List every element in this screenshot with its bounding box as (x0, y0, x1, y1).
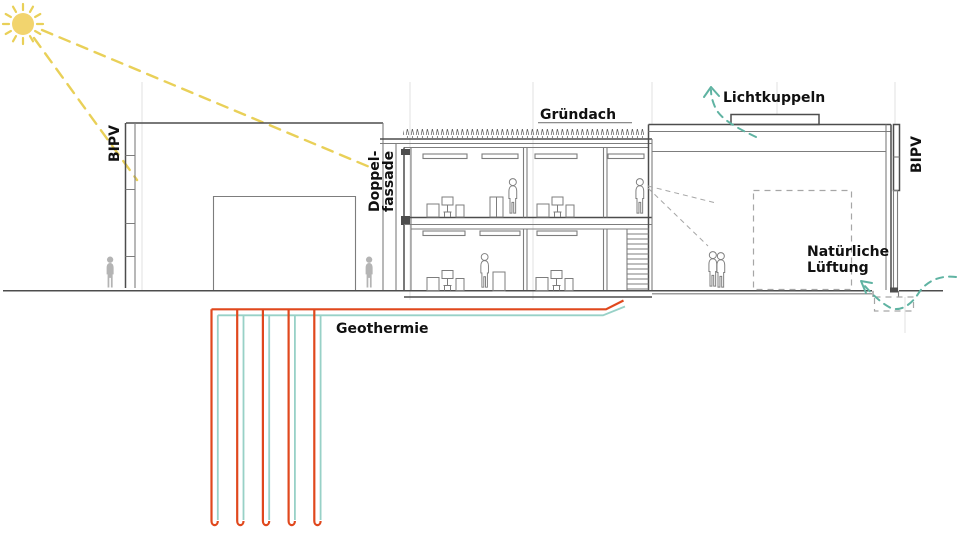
person-outdoor-middle (365, 256, 373, 288)
people (106, 178, 726, 288)
label-geothermie: Geothermie (336, 321, 429, 337)
label-lichtkuppeln: Lichtkuppeln (723, 90, 825, 106)
skylight-dome (730, 113, 820, 126)
ground-line (3, 290, 943, 298)
sun (1, 2, 45, 46)
geothermal-pipes (210, 299, 626, 527)
bipv-panel-strip-right (892, 123, 901, 291)
furniture (426, 196, 575, 292)
person-office-lower (480, 253, 489, 288)
construction-grid-lines (141, 82, 906, 333)
label-gruendach: Gründach (540, 107, 616, 123)
sight-lines (647, 185, 717, 247)
bipv-panel-strip-left (124, 123, 136, 288)
left-building (124, 122, 384, 290)
workstation-lower-right (535, 270, 574, 291)
label-bipv-left: BIPV (107, 125, 123, 162)
underfloor-vent-duct (872, 287, 915, 312)
arrowhead-up-left (860, 280, 873, 294)
sun-disc (12, 13, 34, 35)
geothermal-cold-pipe (216, 305, 626, 520)
workstation-upper-right (536, 196, 575, 218)
arrowhead-up (703, 86, 720, 98)
ceiling-lights (422, 153, 645, 237)
cabinet-lower (492, 271, 506, 292)
person-office-upper (508, 178, 518, 214)
doppelfassade-cavity (395, 143, 412, 290)
label-natuerliche-lueftung-line1: Natürliche (807, 244, 889, 260)
sun-ray-spikes (1, 2, 45, 46)
person-outdoor-left (106, 256, 114, 288)
natural-ventilation-arrow (860, 275, 957, 311)
workstation-lower-left (426, 270, 465, 291)
person-hall-1 (708, 251, 718, 287)
partition-walls (522, 147, 608, 290)
geothermal-warm-pipe (210, 299, 624, 527)
label-doppelfassade-line2: fassade (381, 151, 397, 212)
person-hall-2 (716, 252, 726, 288)
workstation-upper-left (426, 196, 465, 218)
label-bipv-right: BIPV (909, 136, 925, 173)
right-hall (648, 113, 915, 312)
skylight-exhaust-arrow (703, 86, 757, 138)
cabinet-upper (489, 196, 504, 218)
staircase (626, 228, 649, 290)
sun-ray-to-bipv-left (32, 36, 139, 182)
label-natuerliche-lueftung-line2: Lüftung (807, 260, 869, 276)
person-stair-landing (635, 178, 645, 214)
labels: BIPV Doppel- fassade Gründach Lichtkuppe… (107, 90, 925, 337)
green-roof-scribble (403, 129, 644, 138)
right-shared-wall (647, 124, 653, 290)
label-doppelfassade-line1: Doppel- (367, 150, 383, 212)
middle-building (380, 124, 717, 290)
dashed-gate-outline (752, 189, 853, 291)
sun-rays-dashed (32, 28, 374, 182)
sun-ray-to-doppelfassade (40, 28, 374, 170)
floor-slab (404, 216, 652, 230)
left-building-door (212, 195, 357, 290)
